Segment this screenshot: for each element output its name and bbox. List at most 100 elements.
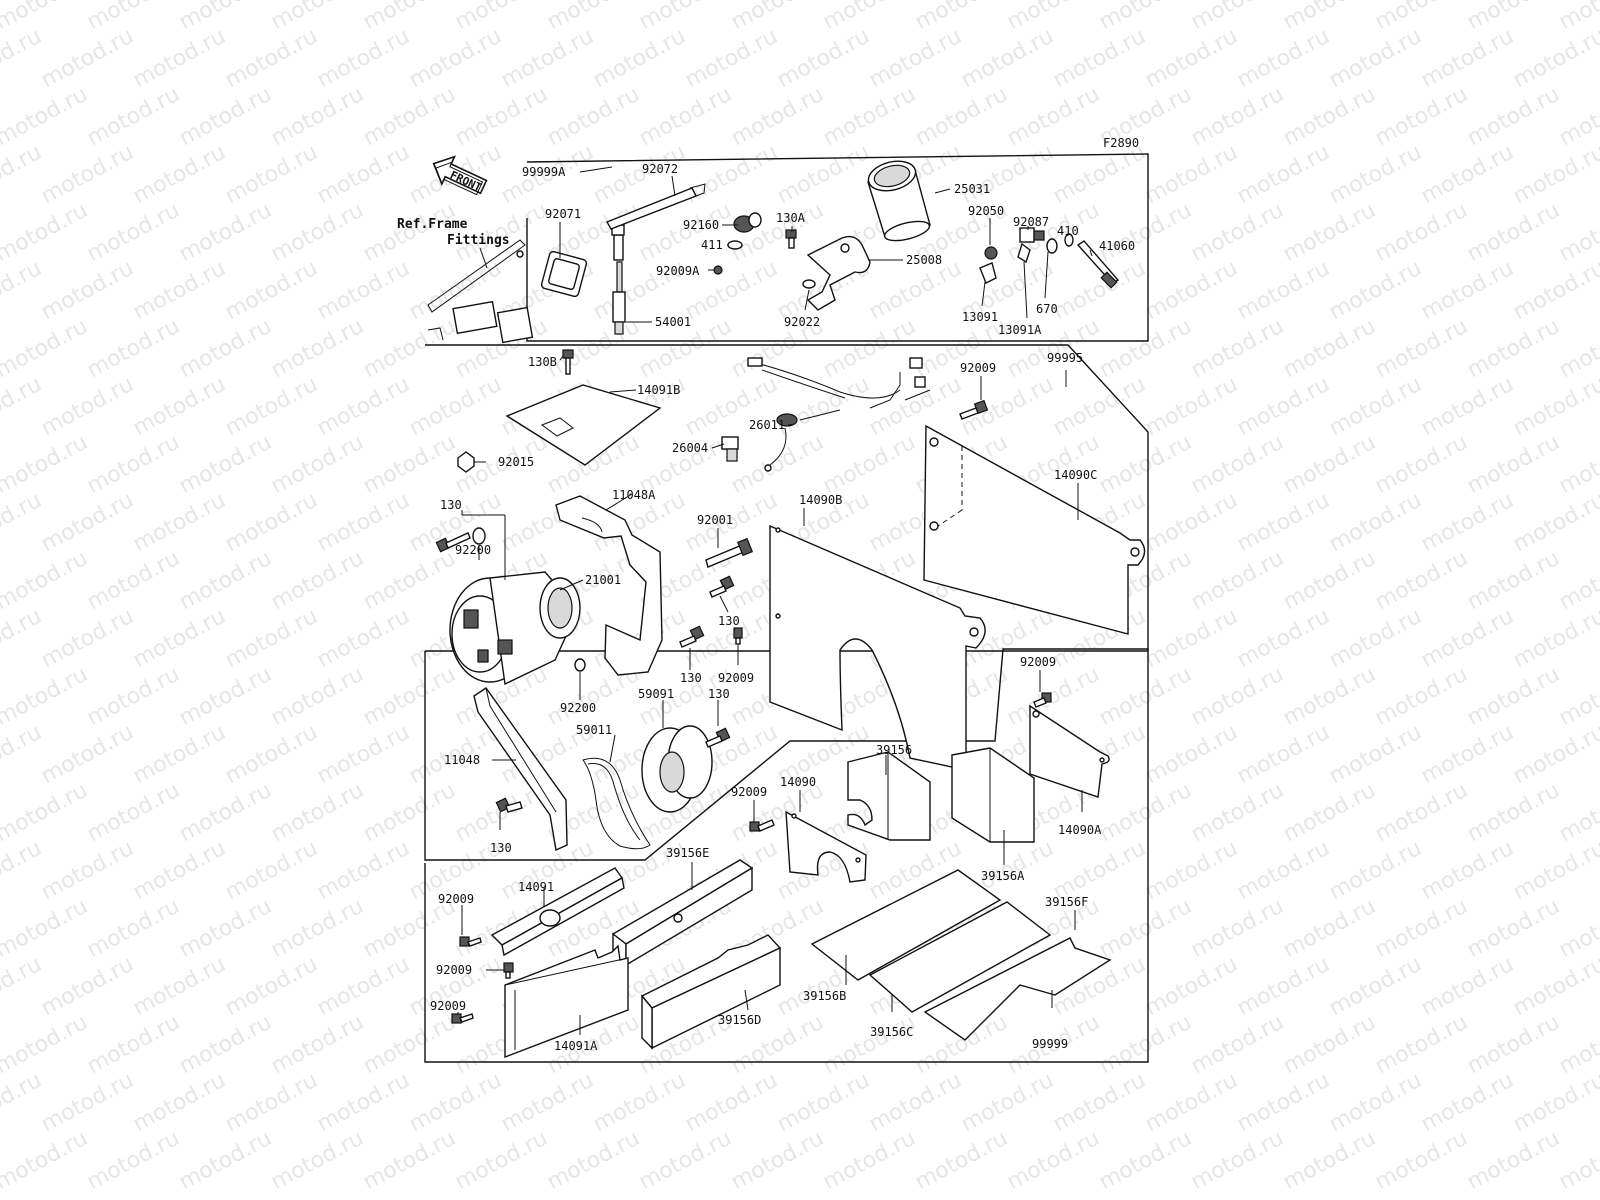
- watermark-text: motod.ru: [37, 372, 138, 441]
- watermark-text: motod.ru: [359, 430, 460, 499]
- bolt-92001: [705, 537, 754, 568]
- label-130A: 130A: [776, 211, 806, 225]
- bolt-130A: [785, 229, 797, 249]
- label-54001: 54001: [655, 315, 691, 329]
- frame-fitting-drawing: [427, 239, 534, 344]
- watermark-text: motod.ru: [681, 24, 782, 93]
- watermark-text: motod.ru: [543, 0, 644, 35]
- watermark-text: motod.ru: [1141, 952, 1242, 1021]
- watermark-text: motod.ru: [1463, 430, 1564, 499]
- watermark-text: motod.ru: [1279, 314, 1380, 383]
- watermark-text: motod.ru: [1279, 82, 1380, 151]
- label-92009-l3: 92009: [430, 999, 466, 1013]
- label-92050: 92050: [968, 204, 1004, 218]
- watermark-text: motod.ru: [405, 1068, 506, 1137]
- pad-99999: [923, 937, 1112, 1041]
- watermark-text: motod.ru: [1417, 24, 1518, 93]
- watermark-text: motod.ru: [1187, 1010, 1288, 1079]
- watermark-text: motod.ru: [37, 836, 138, 905]
- watermark-text: motod.ru: [175, 82, 276, 151]
- watermark-text: motod.ru: [129, 720, 230, 789]
- label-39156A: 39156A: [981, 869, 1025, 883]
- watermark-text: motod.ru: [313, 604, 414, 673]
- watermark-text: motod.ru: [865, 24, 966, 93]
- watermark-text: motod.ru: [1509, 256, 1600, 325]
- watermark-text: motod.ru: [1187, 778, 1288, 847]
- watermark-text: motod.ru: [267, 662, 368, 731]
- watermark-text: motod.ru: [1555, 662, 1600, 731]
- watermark-text: motod.ru: [1463, 314, 1564, 383]
- watermark-text: motod.ru: [267, 894, 368, 963]
- watermark-text: motod.ru: [1417, 140, 1518, 209]
- watermark-text: motod.ru: [1003, 1126, 1104, 1195]
- watermark-text: motod.ru: [0, 82, 92, 151]
- watermark-text: motod.ru: [1555, 314, 1600, 383]
- watermark-text: motod.ru: [221, 1068, 322, 1137]
- label-130-c: 130: [680, 671, 702, 685]
- label-92072: 92072: [642, 162, 678, 176]
- watermark-text: motod.ru: [359, 662, 460, 731]
- pad-39156A: [951, 747, 1035, 843]
- watermark-text: motod.ru: [359, 198, 460, 267]
- watermark-text: motod.ru: [865, 1068, 966, 1137]
- label-92009-right: 92009: [1020, 655, 1056, 669]
- watermark-text: motod.ru: [1509, 488, 1600, 557]
- watermark-text: motod.ru: [175, 0, 276, 35]
- washer-411: [727, 240, 743, 250]
- watermark-text: motod.ru: [129, 140, 230, 209]
- watermark-text: motod.ru: [0, 546, 92, 615]
- label-92071: 92071: [545, 207, 581, 221]
- watermark-text: motod.ru: [773, 140, 874, 209]
- alternator-21001: [449, 571, 581, 686]
- watermark-text: motod.ru: [1325, 720, 1426, 789]
- watermark-text: motod.ru: [1279, 894, 1380, 963]
- watermark-text: motod.ru: [1233, 1068, 1334, 1137]
- watermark-text: motod.ru: [1187, 546, 1288, 615]
- label-130-d: 130: [708, 687, 730, 701]
- watermark-text: motod.ru: [37, 720, 138, 789]
- ref-note-line2: Fittings: [447, 233, 510, 248]
- watermark-text: motod.ru: [957, 140, 1058, 209]
- watermark-text: motod.ru: [1325, 140, 1426, 209]
- watermark-text: motod.ru: [1417, 604, 1518, 673]
- watermark-text: motod.ru: [1141, 372, 1242, 441]
- bracket-11048A: [555, 495, 663, 676]
- pad-39156D: [640, 934, 782, 1050]
- watermark-text: motod.ru: [0, 256, 46, 325]
- watermark-text: motod.ru: [0, 0, 92, 35]
- watermark-text: motod.ru: [1463, 778, 1564, 847]
- watermark-text: motod.ru: [37, 256, 138, 325]
- watermark-text: motod.ru: [1555, 1010, 1600, 1079]
- washer-92022: [802, 279, 816, 289]
- watermark-text: motod.ru: [83, 82, 184, 151]
- watermark-text: motod.ru: [773, 24, 874, 93]
- watermark-text: motod.ru: [0, 140, 46, 209]
- watermark-text: motod.ru: [1233, 836, 1334, 905]
- watermark-text: motod.ru: [1509, 604, 1600, 673]
- label-130-a: 130: [440, 498, 462, 512]
- watermark-text: motod.ru: [359, 0, 460, 35]
- watermark-text: motod.ru: [37, 488, 138, 557]
- watermark-text: motod.ru: [1141, 24, 1242, 93]
- label-14090B: 14090B: [799, 493, 842, 507]
- watermark-text: motod.ru: [819, 314, 920, 383]
- watermark-text: motod.ru: [957, 24, 1058, 93]
- watermark-text: motod.ru: [0, 778, 92, 847]
- watermark-text: motod.ru: [313, 372, 414, 441]
- watermark-text: motod.ru: [1555, 198, 1600, 267]
- watermark-text: motod.ru: [1325, 488, 1426, 557]
- watermark-text: motod.ru: [451, 82, 552, 151]
- label-130B: 130B: [528, 355, 557, 369]
- watermark-text: motod.ru: [1371, 662, 1472, 731]
- watermark-text: motod.ru: [359, 82, 460, 151]
- watermark-text: motod.ru: [175, 662, 276, 731]
- watermark-text: motod.ru: [1325, 604, 1426, 673]
- watermark-text: motod.ru: [1463, 1126, 1564, 1195]
- watermark-text: motod.ru: [1371, 430, 1472, 499]
- watermark-text: motod.ru: [0, 1010, 92, 1079]
- watermark-text: motod.ru: [1371, 1010, 1472, 1079]
- watermark-text: motod.ru: [1371, 894, 1472, 963]
- label-59091: 59091: [638, 687, 674, 701]
- watermark-text: motod.ru: [635, 0, 736, 35]
- bolt-130-lower: [495, 797, 523, 813]
